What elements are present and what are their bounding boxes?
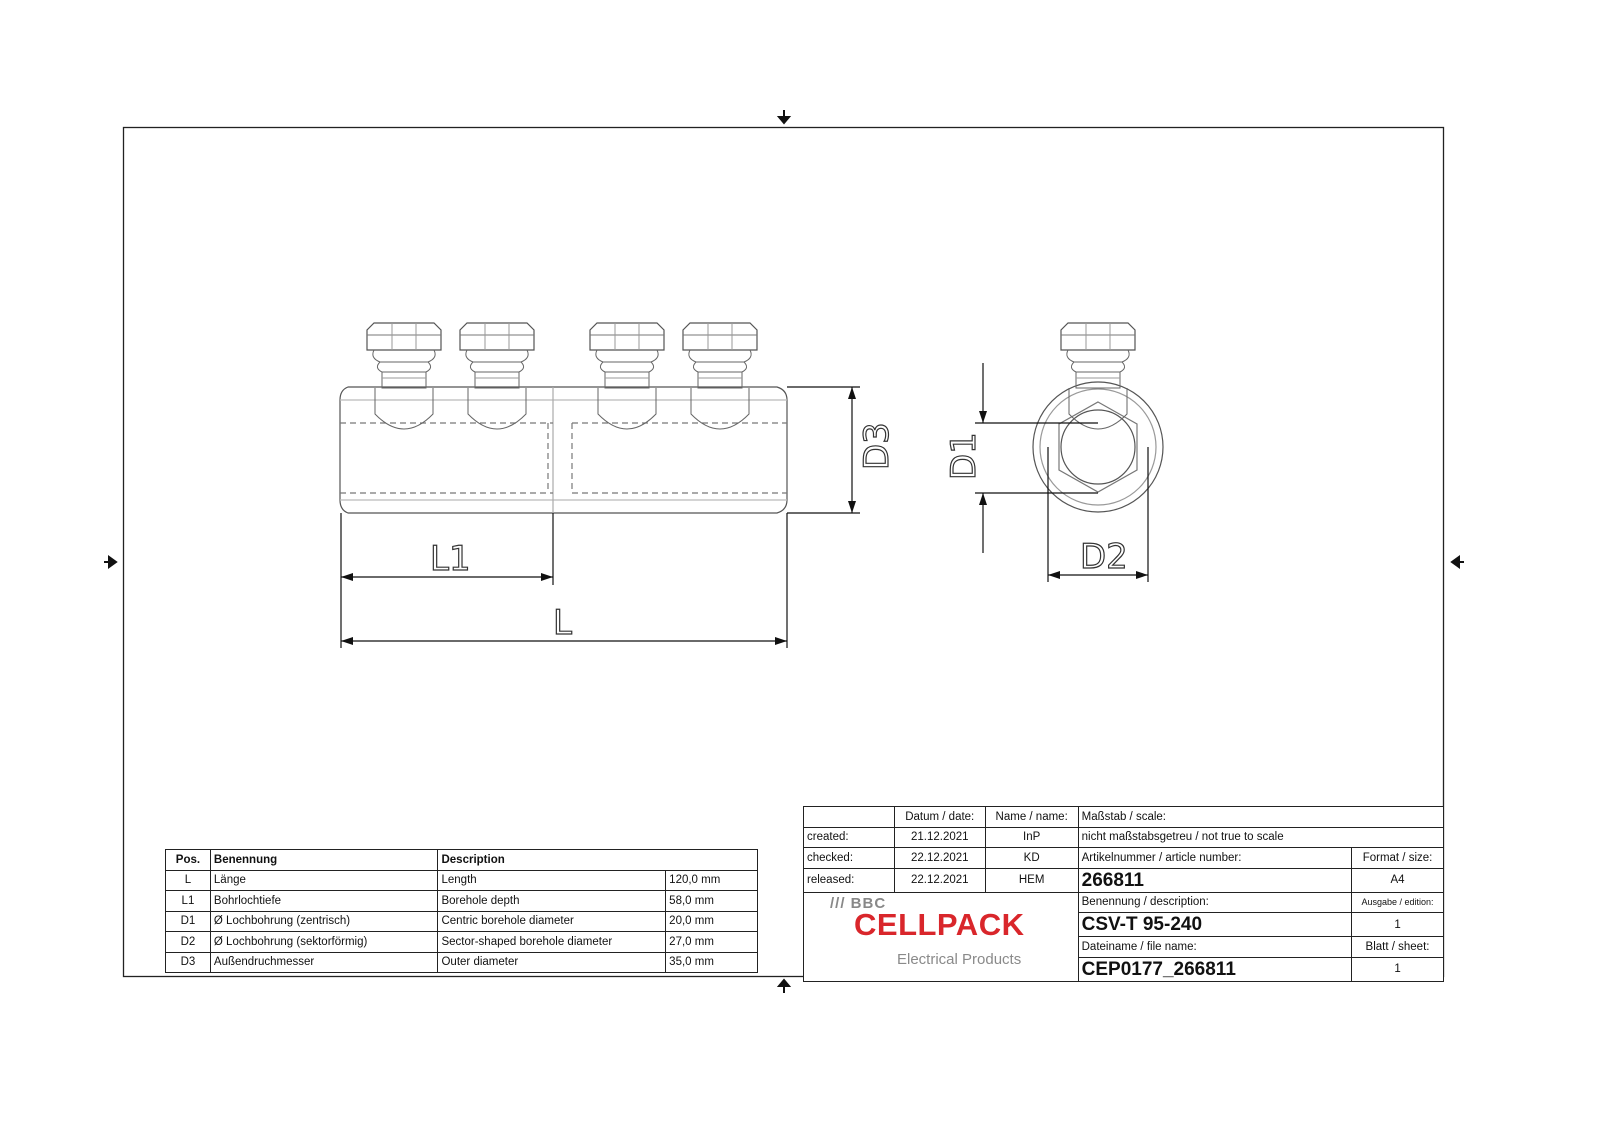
- edition-label: Ausgabe / edition:: [1351, 891, 1444, 913]
- cell-value: 58,0 mm: [665, 890, 758, 912]
- edition-value: 1: [1351, 912, 1444, 937]
- cell-benennung: Ø Lochbohrung (sektorförmig): [209, 931, 439, 953]
- dim-label-l: L: [553, 603, 572, 643]
- filename-value: CEP0177_266811: [1077, 956, 1353, 982]
- article-value: 266811: [1077, 867, 1353, 893]
- center-marks: [104, 110, 1464, 993]
- cell-description: Outer diameter: [437, 951, 667, 973]
- logo-tagline: Electrical Products: [897, 950, 1022, 968]
- released-name: HEM: [984, 867, 1079, 893]
- article-label: Artikelnummer / article number:: [1077, 847, 1353, 869]
- scale-value: nicht maßstabsgetreu / not true to scale: [1077, 826, 1445, 848]
- description-value: CSV-T 95-240: [1077, 912, 1353, 937]
- sheet-label: Blatt / sheet:: [1351, 936, 1444, 958]
- title-block: Datum / date: Name / name: Maßstab / sca…: [803, 806, 1445, 982]
- dim-label-d1: D1: [944, 432, 984, 480]
- header-pos: Pos.: [165, 849, 211, 871]
- table-header-row: Pos. Benennung Description: [165, 849, 758, 871]
- cell-pos: D3: [165, 951, 211, 973]
- cell-value: 120,0 mm: [665, 869, 758, 891]
- format-value: A4: [1351, 867, 1444, 893]
- cell-description: Sector-shaped borehole diameter: [437, 931, 667, 953]
- cellpack-logo: /// BBC CELLPACK Electrical Products: [804, 893, 1077, 973]
- cell-pos: L1: [165, 890, 211, 912]
- drawing-frame: [122, 126, 1445, 978]
- blank-cell: [803, 806, 895, 828]
- dim-label-d2: D2: [1080, 537, 1128, 577]
- cell-benennung: Außendruchmesser: [209, 951, 439, 973]
- format-label: Format / size:: [1351, 847, 1444, 869]
- cell-pos: D1: [165, 910, 211, 932]
- cell-value: 20,0 mm: [665, 910, 758, 932]
- header-description: Description: [437, 849, 758, 871]
- created-name: InP: [984, 826, 1079, 848]
- logo-cell: /// BBC CELLPACK Electrical Products: [803, 891, 1079, 982]
- cell-value: 35,0 mm: [665, 951, 758, 973]
- sheet-value: 1: [1351, 956, 1444, 982]
- checked-date: 22.12.2021: [893, 847, 986, 869]
- connector-side-view: [1032, 381, 1164, 513]
- dimension-lines: [340, 363, 1149, 648]
- cell-description: Borehole depth: [437, 890, 667, 912]
- cell-benennung: Länge: [209, 869, 439, 891]
- name-header: Name / name:: [984, 806, 1079, 828]
- filename-label: Dateiname / file name:: [1077, 936, 1353, 958]
- cell-benennung: Ø Lochbohrung (zentrisch): [209, 910, 439, 932]
- dim-label-l1: L1: [430, 539, 471, 579]
- logo-brand: CELLPACK: [854, 906, 1025, 942]
- connector-front-view: [339, 386, 788, 514]
- released-label: released:: [803, 867, 895, 893]
- cell-pos: D2: [165, 931, 211, 953]
- header-benennung: Benennung: [209, 849, 439, 871]
- created-label: created:: [803, 826, 895, 848]
- created-date: 21.12.2021: [893, 826, 986, 848]
- cell-description: Length: [437, 869, 667, 891]
- date-header: Datum / date:: [893, 806, 986, 828]
- logo-bbc: /// BBC: [830, 894, 887, 912]
- cell-value: 27,0 mm: [665, 931, 758, 953]
- cell-benennung: Bohrlochtiefe: [209, 890, 439, 912]
- scale-label: Maßstab / scale:: [1077, 806, 1445, 828]
- checked-label: checked:: [803, 847, 895, 869]
- released-date: 22.12.2021: [893, 867, 986, 893]
- cell-description: Centric borehole diameter: [437, 910, 667, 932]
- description-label: Benennung / description:: [1077, 891, 1353, 913]
- cell-pos: L: [165, 869, 211, 891]
- checked-name: KD: [984, 847, 1079, 869]
- dim-label-d3: D3: [857, 422, 897, 470]
